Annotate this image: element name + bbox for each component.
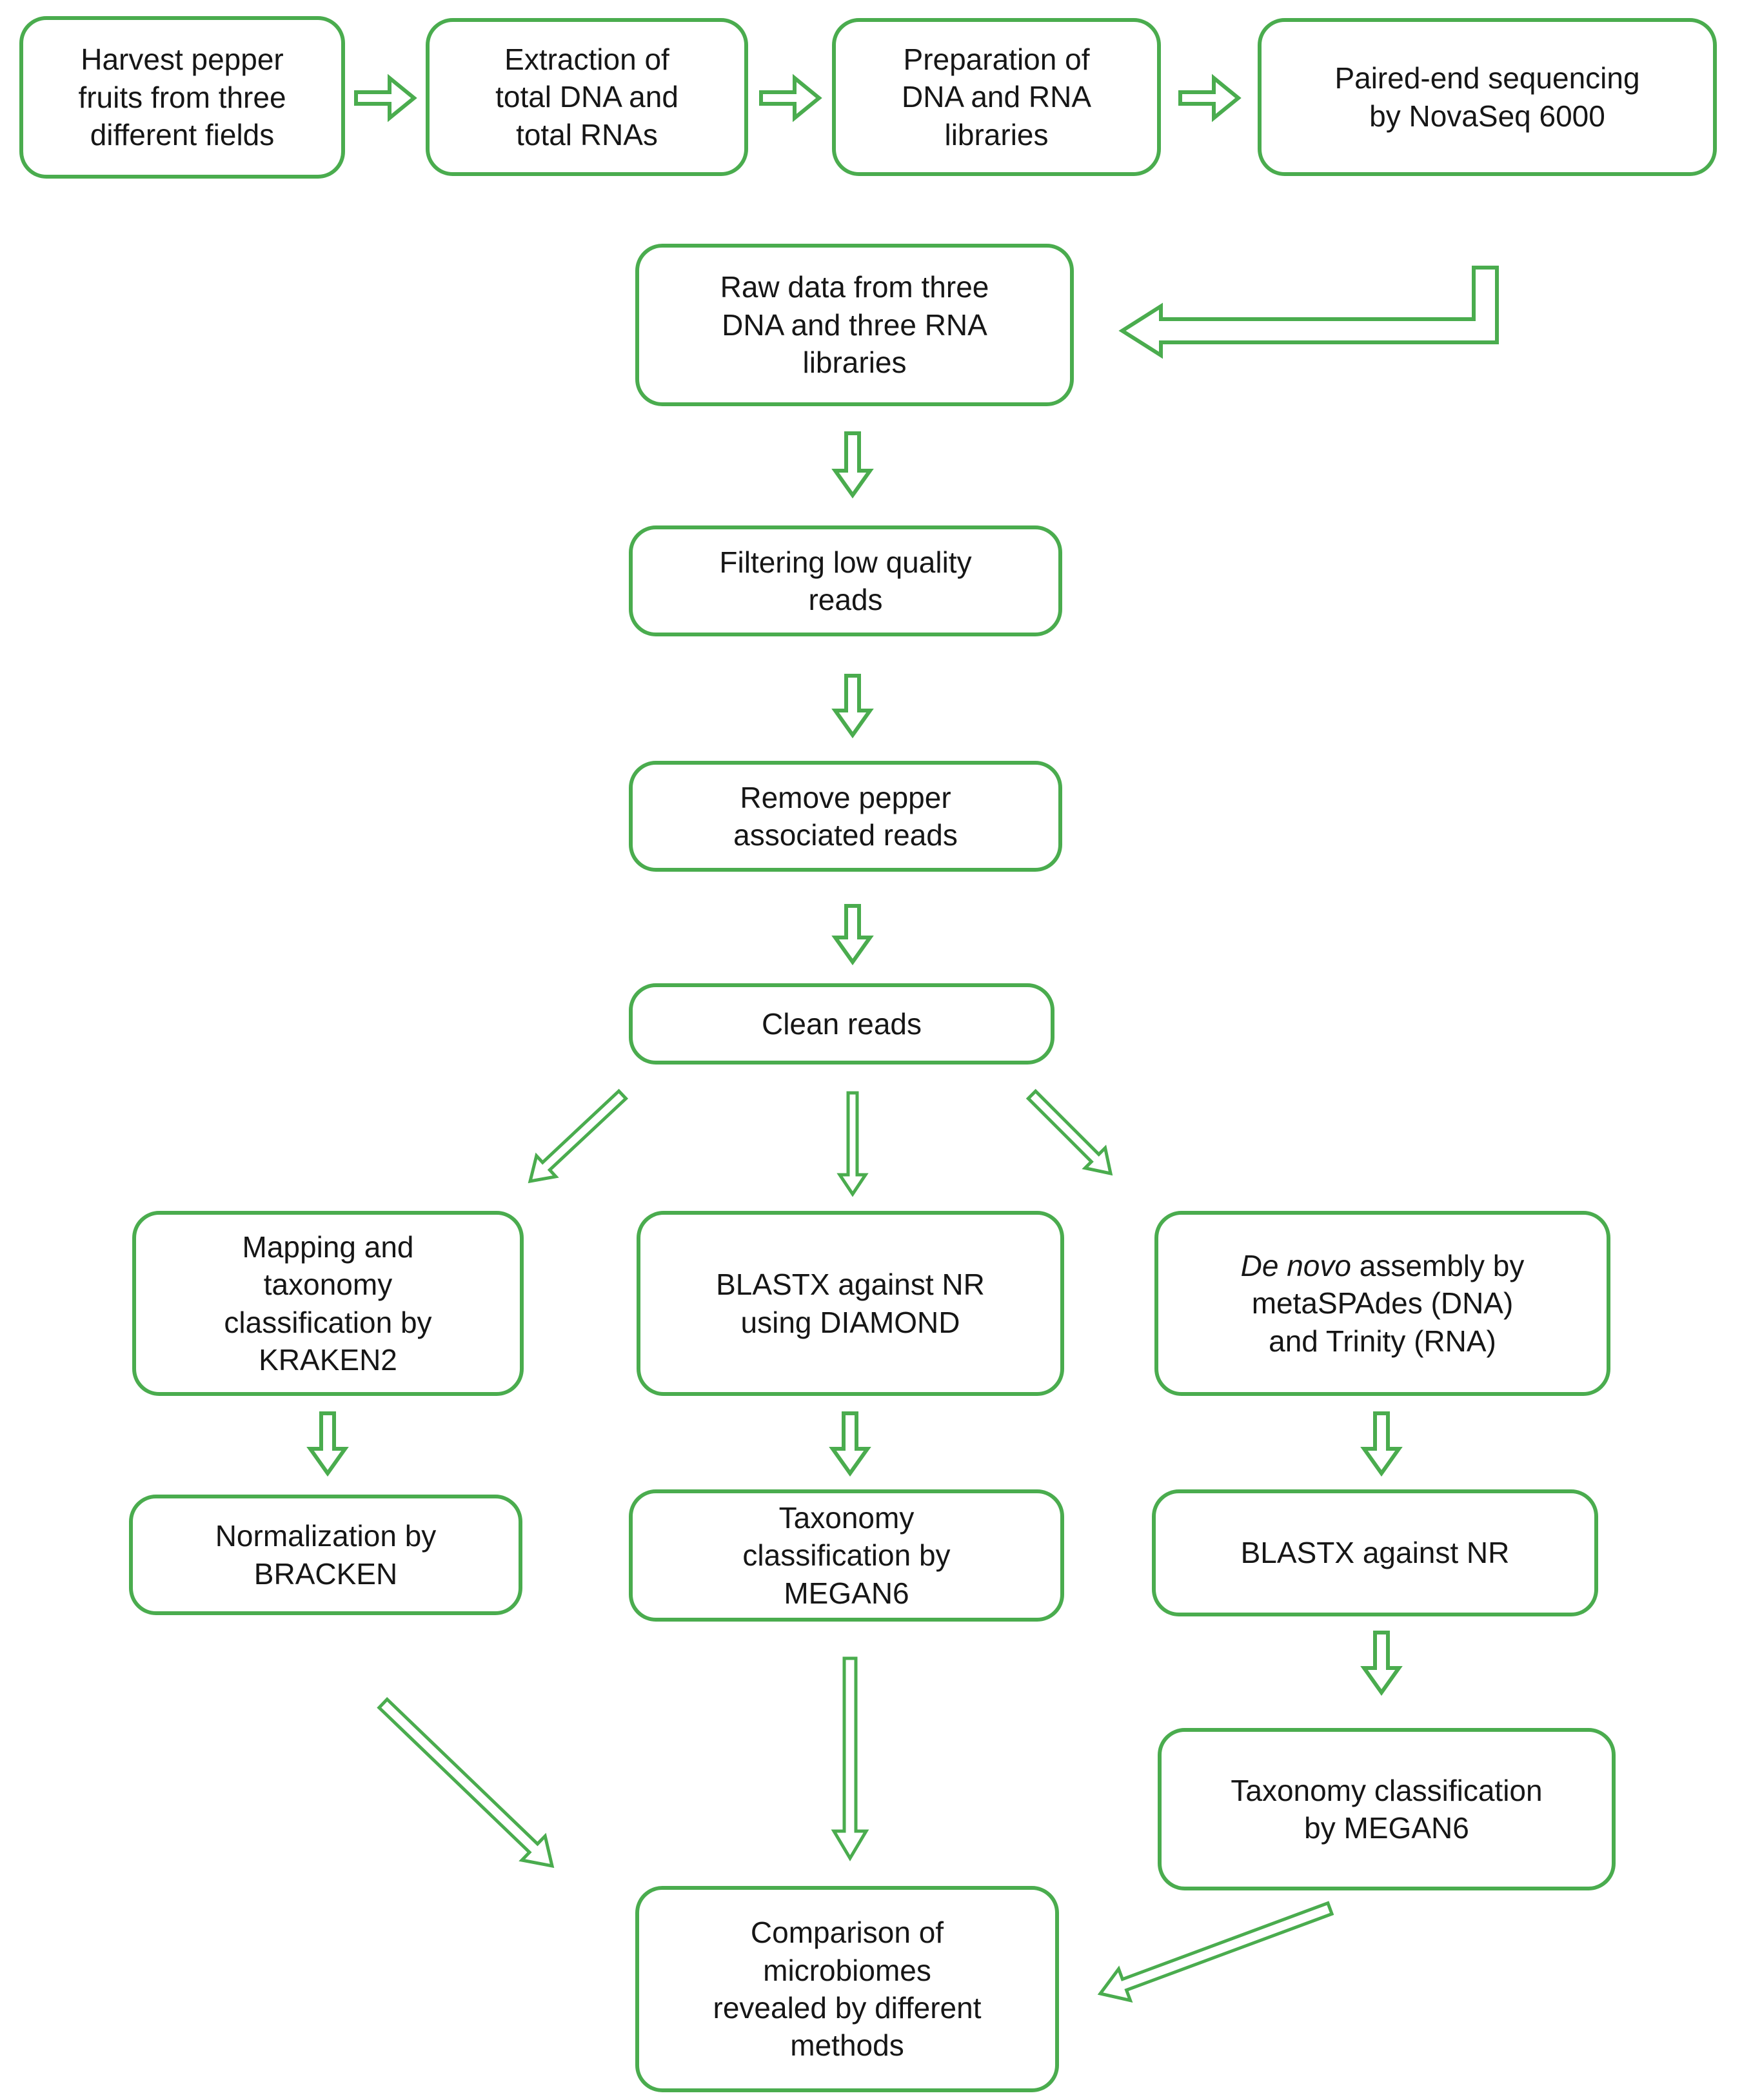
box-blastx-right-line: BLASTX against NR [1240,1536,1510,1570]
box-preparation-line: Preparation of [903,42,1090,76]
box-raw-data-line: libraries [802,346,907,380]
box-clean-reads-line: Clean reads [761,1006,922,1041]
box-harvest-line: different fields [90,118,275,152]
box-sequencing-line: by NovaSeq 6000 [1369,99,1605,133]
box-kraken-line: taxonomy [263,1268,393,1302]
box-megan-middle: Taxonomy classification by MEGAN6 [629,1489,1064,1622]
arrow-filtering-to-remove [831,674,874,739]
box-sequencing: Paired-end sequencing by NovaSeq 6000 [1258,18,1717,176]
box-comparison: Comparison of microbiomes revealed by di… [635,1886,1059,2092]
arrow-sequencing-to-raw-data [1118,266,1499,359]
box-denovo-line: De novo assembly by [1241,1247,1525,1284]
arrow-diamond-to-megan [829,1411,871,1477]
arrow-clean-to-denovo [1025,1088,1113,1176]
box-denovo-line: and Trinity (RNA) [1269,1324,1496,1358]
box-extraction-line: total RNAs [516,117,658,152]
box-denovo-italic: De novo [1240,1248,1351,1282]
box-megan-right-line: by MEGAN6 [1304,1811,1469,1845]
box-remove-pepper-line: associated reads [733,818,958,852]
box-megan-right: Taxonomy classification by MEGAN6 [1158,1728,1616,1890]
box-comparison-line: Comparison of [750,1916,944,1950]
arrow-kraken-to-bracken [306,1411,349,1477]
box-preparation-line: libraries [944,117,1049,152]
box-megan-middle-line: classification by [742,1538,951,1573]
box-remove-pepper: Remove pepper associated reads [629,761,1062,872]
box-harvest: Harvest pepper fruits from three differe… [19,16,345,179]
box-preparation: Preparation of DNA and RNA libraries [832,18,1161,176]
box-sequencing-line: Paired-end sequencing [1334,61,1640,95]
arrow-clean-to-kraken [528,1088,629,1184]
box-diamond-line: using DIAMOND [740,1305,960,1339]
box-clean-reads: Clean reads [629,983,1054,1065]
box-bracken-line: BRACKEN [253,1556,398,1591]
box-megan-right-line: Taxonomy classification [1231,1773,1543,1807]
arrow-blastx-to-megan-right [1360,1631,1403,1696]
box-diamond-line: BLASTX against NR [716,1268,985,1302]
box-extraction-line: total DNA and [495,80,678,114]
arrow-raw-data-to-filtering [831,431,874,499]
box-remove-pepper-line: Remove pepper [740,780,951,814]
box-raw-data-line: Raw data from three [720,270,989,304]
box-filtering-line: reads [808,583,883,616]
box-extraction-line: Extraction of [504,42,669,76]
box-filtering: Filtering low quality reads [629,525,1062,636]
box-denovo-line: metaSPAdes (DNA) [1251,1286,1514,1320]
box-comparison-line: microbiomes [763,1953,931,1987]
arrow-megan-right-to-comparison [1097,1901,1334,2003]
box-extraction: Extraction of total DNA and total RNAs [426,18,748,176]
box-megan-middle-line: Taxonomy [778,1500,915,1535]
arrow-megan-middle-to-comparison [831,1656,869,1861]
box-raw-data: Raw data from three DNA and three RNA li… [635,244,1074,406]
box-bracken-line: Normalization by [215,1519,437,1553]
box-kraken-line: classification by [224,1305,432,1339]
box-comparison-line: revealed by different [713,1991,982,2025]
box-preparation-line: DNA and RNA [901,80,1091,114]
arrow-harvest-to-extraction [354,74,417,123]
box-harvest-line: fruits from three [78,80,286,114]
arrow-bracken-to-comparison [377,1696,555,1869]
box-blastx-right: BLASTX against NR [1152,1489,1598,1616]
box-comparison-line: methods [790,2028,904,2063]
box-harvest-line: Harvest pepper [81,43,284,77]
box-kraken-line: KRAKEN2 [259,1342,397,1377]
box-denovo-line-rest: assembly by [1351,1248,1525,1282]
box-bracken: Normalization by BRACKEN [129,1495,522,1615]
box-denovo: De novo assembly by metaSPAdes (DNA) and… [1154,1211,1610,1396]
arrow-clean-to-diamond [836,1091,869,1197]
box-kraken: Mapping and taxonomy classification by K… [132,1211,524,1396]
arrow-extraction-to-preparation [759,74,822,123]
arrow-denovo-to-blastx [1360,1411,1403,1477]
arrow-preparation-to-sequencing [1178,74,1242,123]
box-kraken-line: Mapping and [242,1230,414,1264]
box-diamond: BLASTX against NR using DIAMOND [637,1211,1064,1396]
box-raw-data-line: DNA and three RNA [722,308,987,342]
arrow-remove-to-clean [831,904,874,966]
box-filtering-line: Filtering low quality [719,545,972,579]
box-megan-middle-line: MEGAN6 [784,1576,909,1610]
